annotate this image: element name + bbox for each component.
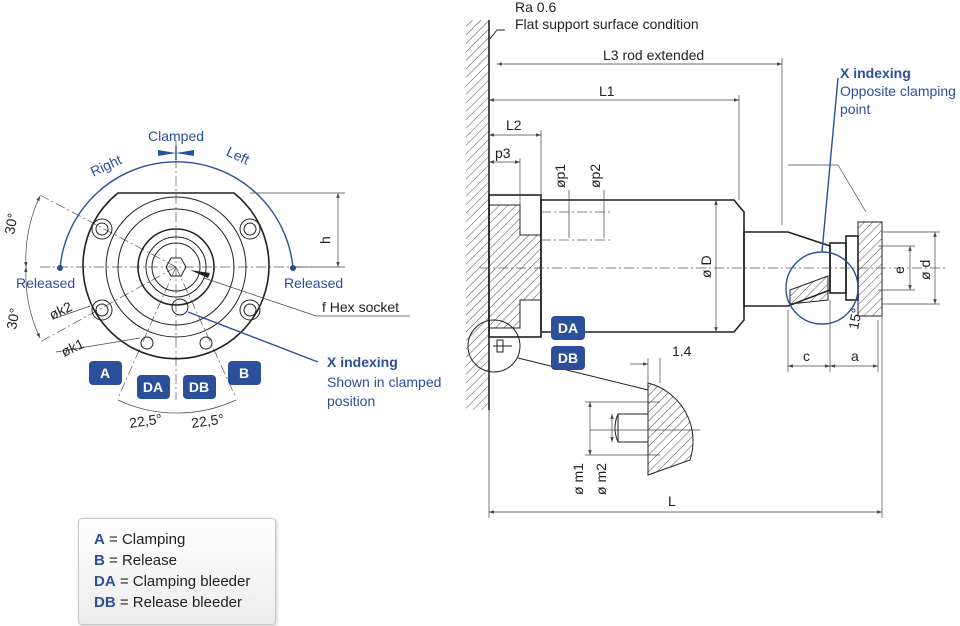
hex-socket-label: f Hex socket [322, 299, 399, 315]
k2-label: øk2 [47, 298, 75, 322]
angle-30-bottom-label: 30° [3, 307, 22, 331]
c-label: c [803, 348, 810, 364]
released-left-label: Released [16, 275, 75, 291]
legend-item: DA = Clamping bleeder [94, 573, 251, 590]
angle-30-top-label: 30° [1, 212, 20, 236]
l2-label: L2 [506, 117, 522, 133]
m2-label: ø m2 [593, 463, 609, 495]
x-indexing-left-line2: position [327, 393, 375, 409]
angle-22-5-right-label: 22,5° [190, 411, 225, 431]
legend-box: A = Clamping B = Release DA = Clamping b… [78, 518, 276, 625]
angle-22-5-left-label: 22,5° [128, 411, 163, 431]
port-tag-a: A [89, 361, 122, 385]
released-right-label: Released [284, 275, 343, 291]
k1-label: øk1 [59, 335, 87, 359]
svg-text:B: B [239, 365, 249, 381]
l-total-label: L [668, 493, 676, 509]
x-indexing-right-line1: Opposite clamping [840, 83, 956, 99]
svg-text:DB: DB [558, 350, 578, 366]
ra-label: Ra 0.6 [515, 0, 556, 15]
front-view [24, 140, 410, 414]
flat-support-label: Flat support surface condition [515, 16, 699, 32]
dim-1-4-label: 1.4 [672, 343, 692, 359]
port-tag-da-right: DA [551, 316, 585, 340]
left-label: Left [224, 143, 252, 167]
l3-label: L3 rod extended [603, 47, 704, 63]
port-tag-db-right: DB [551, 346, 585, 370]
p1-label: øp1 [552, 164, 568, 188]
svg-text:DB: DB [189, 379, 209, 395]
legend-item: B = Release [94, 552, 177, 569]
x-indexing-right-title: X indexing [840, 65, 911, 81]
p3-label: p3 [495, 145, 511, 161]
port-tag-b: B [228, 361, 261, 385]
l1-label: L1 [599, 83, 615, 99]
angle-15-label: 15° [845, 307, 864, 331]
legend-item: DB = Release bleeder [94, 594, 243, 611]
port-tag-db-left: DB [183, 375, 216, 399]
x-indexing-right-line2: point [840, 101, 870, 117]
legend-item: A = Clamping [94, 531, 186, 548]
side-view [466, 20, 945, 518]
m1-label: ø m1 [570, 463, 586, 495]
e-label: e [891, 266, 907, 274]
h-label: h [317, 236, 333, 244]
a-label: a [851, 348, 859, 364]
clamped-label: Clamped [148, 128, 204, 144]
right-label: Right [88, 151, 124, 179]
svg-text:A: A [100, 365, 110, 381]
svg-text:DA: DA [558, 320, 578, 336]
port-tag-da-left: DA [137, 375, 170, 399]
svg-text:DA: DA [143, 379, 163, 395]
p2-label: øp2 [587, 164, 603, 188]
d-small-label: ø d [917, 260, 933, 280]
x-indexing-left-line1: Shown in clamped [327, 374, 441, 390]
d-big-label: ø D [698, 255, 714, 278]
x-indexing-left-title: X indexing [327, 354, 398, 370]
